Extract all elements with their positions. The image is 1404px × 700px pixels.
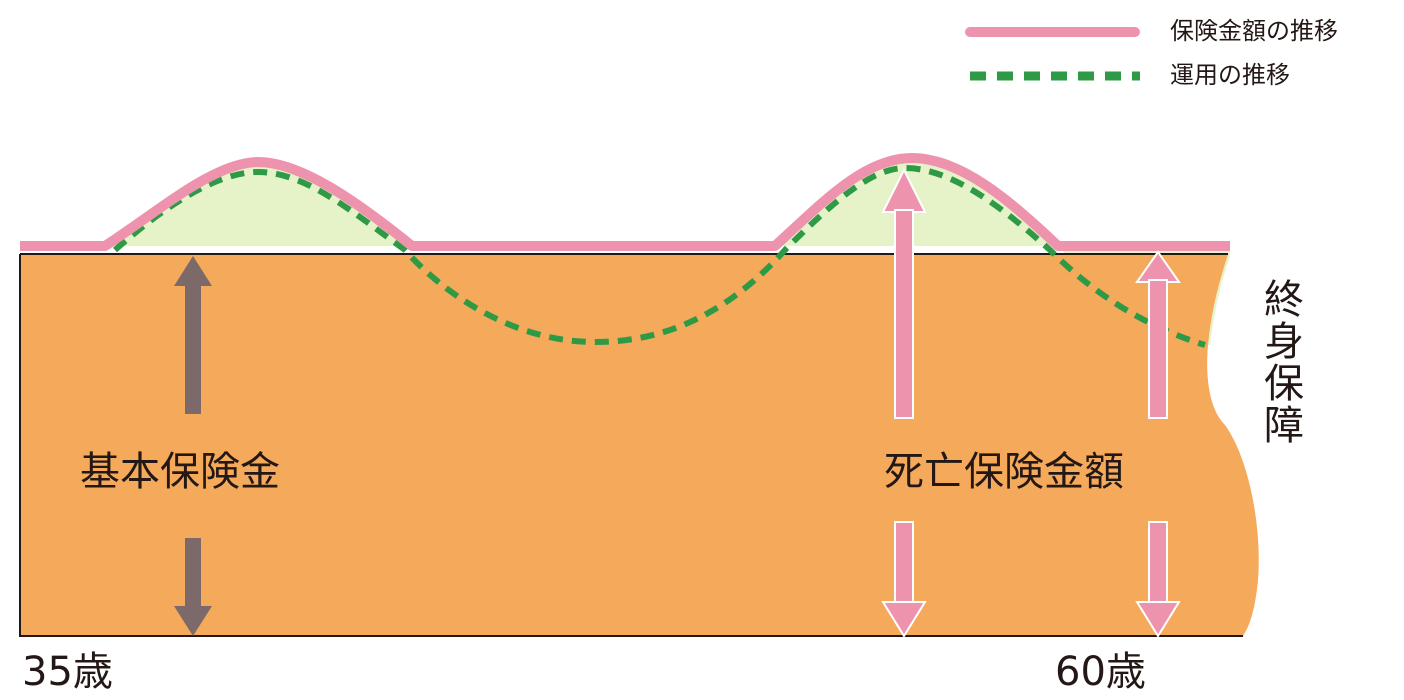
base-outline: [19, 253, 1243, 637]
arrow-shaft-bottom: [185, 538, 201, 608]
arrow-head-up: [174, 256, 212, 286]
arrow-head-down: [881, 601, 927, 638]
death-benefit-arrow-peak: [881, 167, 927, 638]
arrow-shaft-bottom: [894, 521, 914, 605]
end-age-label: 60歳: [1055, 649, 1146, 695]
start-age-label: 35歳: [22, 649, 113, 695]
legend-investment-label: 運用の推移: [1170, 61, 1290, 89]
excess-area: [20, 158, 1230, 345]
base-amount-label: 基本保険金: [80, 449, 280, 495]
arrow-head-down: [174, 606, 212, 636]
arrow-shaft-bottom: [1148, 521, 1168, 605]
arrow-shaft-top: [185, 284, 201, 414]
base-area: [20, 254, 1259, 636]
arrow-shaft-top: [894, 209, 914, 419]
base-amount-arrow: [174, 256, 212, 636]
insurance-amount-line: [20, 153, 1230, 251]
lifetime-coverage-label: 終身保障: [1257, 278, 1303, 446]
death-benefit-arrow-end: [1135, 250, 1181, 638]
arrow-shaft-top: [1148, 279, 1168, 419]
legend-insurance-label: 保険金額の推移: [1170, 17, 1338, 45]
arrow-head-down: [1135, 601, 1181, 638]
investment-line: [113, 164, 1206, 348]
death-benefit-label: 死亡保険金額: [884, 449, 1124, 495]
